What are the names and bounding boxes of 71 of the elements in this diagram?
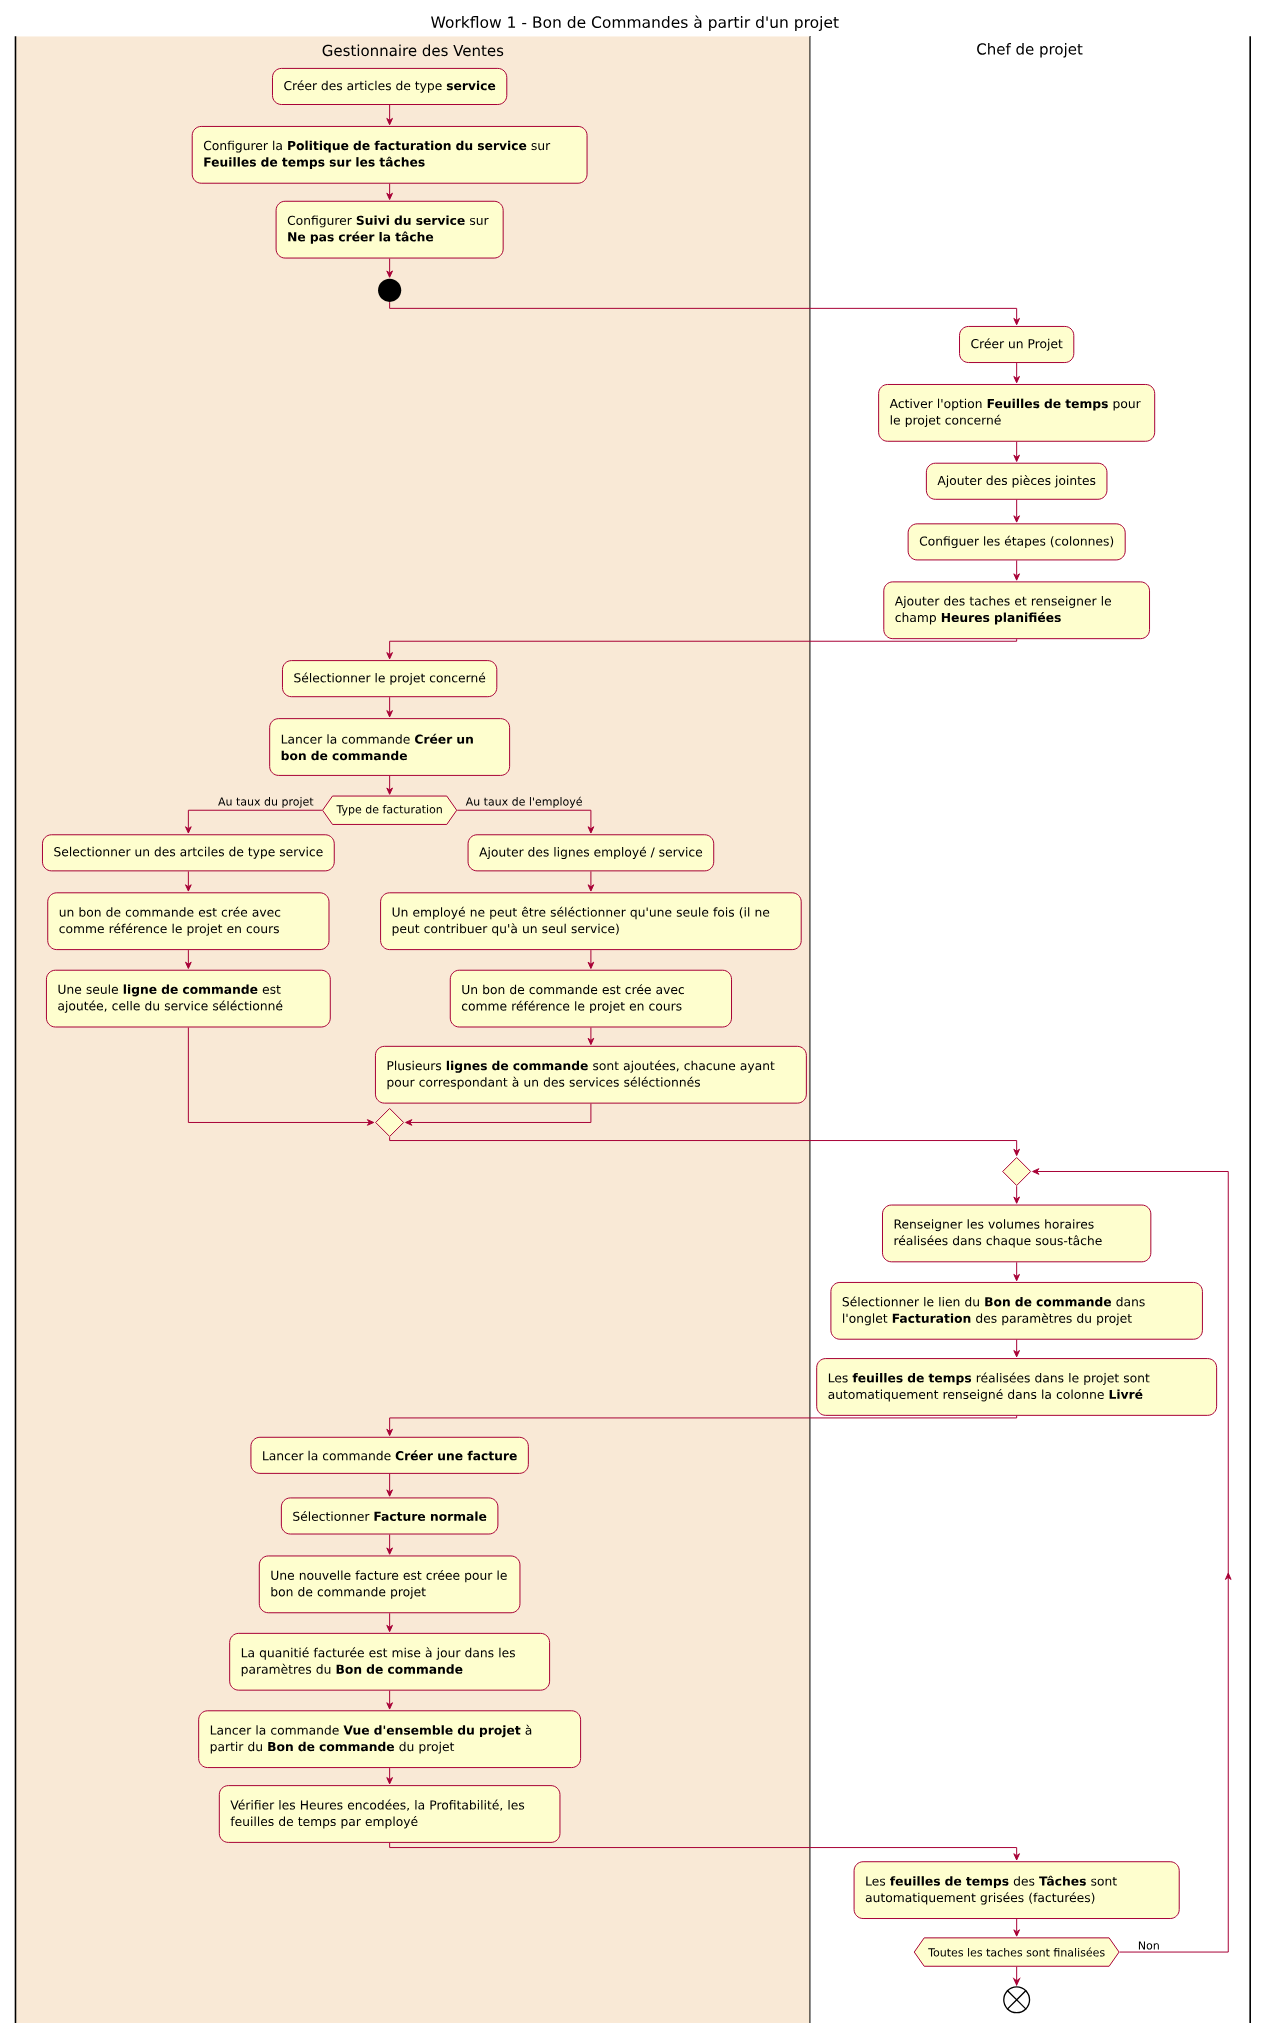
decision-hexagon: Type de facturation [322,795,458,825]
activity-box: Lancer la commande Créer un bon de commande [269,718,511,776]
arrow [386,1473,394,1497]
activity-box: Créer un Projet [959,325,1075,364]
diagram-title: Workflow 1 - Bon de Commandes à partir d'un projet [431,15,839,32]
activity-box: Vérifier les Heures encodées, la Profitabilité, les feuilles de temps par employé [218,1785,561,1843]
activity-box: Ajouter des lignes employé / service [467,834,715,872]
activity-box: Un bon de commande est crée avec comme référence le projet en cours [449,969,733,1028]
activity-box: Sélectionner Facture normale [280,1497,499,1535]
arrow [587,1027,595,1046]
activity-box: Plusieurs lignes de commande sont ajoutées, chacune ayant pour correspondant à un des services séléctionnés [375,1045,807,1104]
arrow [1013,441,1021,462]
activity-box: Les feuilles de temps réalisées dans le projet sont automatiquement renseigné dans la colonne Livré [816,1358,1218,1416]
arrow [389,1842,1021,1861]
activity-box: Sélectionner le projet concerné [282,660,498,698]
arrow [386,183,394,201]
arrow [386,775,394,795]
decision-hexagon: Toutes les taches sont finalisées [913,1937,1120,1967]
arrow [386,1534,394,1555]
activity-box: Configuer les étapes (colonnes) [907,523,1126,561]
activity-box: Activer l'option Feuilles de temps pour le projet concerné [878,384,1156,442]
arrow [185,809,323,834]
arrow [587,949,595,969]
arrow [1013,1261,1021,1282]
activity-box: Configurer Suivi du service sur Ne pas créer la tâche [275,200,504,259]
edge-label: Au taux du projet [217,796,315,809]
activity-box: Sélectionner le lien du Bon de commande dans l'onglet Facturation des paramètres du projet [830,1281,1203,1340]
arrow [386,696,394,718]
arrow [185,949,192,969]
activity-box: Ajouter des pièces jointes [925,462,1108,500]
merge-diamond [1002,1157,1032,1186]
arrow [386,104,394,126]
activity-box: Les feuilles de temps des Tâches sont automatiquement grisées (facturées) [853,1861,1180,1919]
node-label: Chef de projet [977,43,1083,58]
arrow [389,1136,1021,1157]
activity-box: un bon de commande est crée avec comme référence le projet en cours [47,892,330,951]
arrow [1013,1339,1021,1358]
activity-box: Ajouter des taches et renseigner le champ Heures planifiées [883,581,1151,640]
arrow [386,638,1018,660]
activity-box: Une nouvelle facture est créee pour le bon de commande projet [258,1555,521,1614]
arrow [456,809,595,834]
arrow [386,1690,394,1710]
arrow [187,1027,375,1126]
arrow [1013,1185,1021,1204]
activity-box: Une seule ligne de commande est ajoutée, celle du service séléctionné [46,969,331,1028]
activity-box: Configurer la Politique de facturation du service sur Feuilles de temps sur les tâches [191,125,588,184]
activity-box: Lancer la commande Créer une facture [250,1436,529,1474]
arrow [389,301,1021,326]
arrow [185,870,192,892]
arrow [386,1612,394,1633]
arrow [405,1103,592,1126]
merge-diamond [375,1108,405,1137]
arrow [1013,1918,1021,1937]
activity-box: Créer des articles de type service [272,67,508,105]
arrow [1032,1168,1232,1953]
arrow [1013,362,1021,384]
activity-box: Lancer la commande Vue d'ensemble du projet à partir du Bon de commande du projet [198,1710,582,1769]
activity-box: Un employé ne peut être séléctionner qu'une seule fois (il ne peut contribuer qu'à un seul service) [380,892,802,951]
start-node [378,278,402,302]
arrow [1013,559,1021,581]
arrow [386,258,394,278]
arrow [587,870,595,892]
arrow [1013,499,1021,523]
activity-box: Renseigner les volumes horaires réalisées dans chaque sous-tâche [882,1204,1152,1263]
arrow [1013,1966,1021,1986]
arrow [386,1415,1018,1437]
end-node [1003,1986,1031,2014]
arrow [386,1767,394,1785]
activity-box: La quanitié facturée est mise à jour dans les paramètres du Bon de commande [229,1632,551,1691]
edge-label: Non [1136,1940,1161,1951]
activity-box: Selectionner un des artciles de type service [42,834,335,872]
